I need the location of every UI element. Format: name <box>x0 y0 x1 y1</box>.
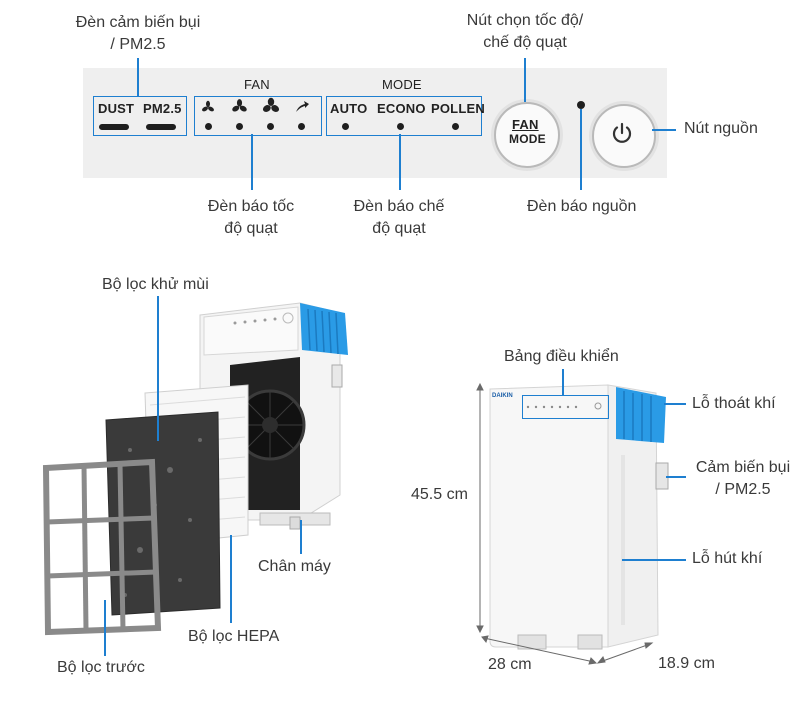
label-base: Chân máy <box>258 558 331 575</box>
pre-filter <box>42 458 162 636</box>
label-air-outlet: Lỗ thoát khí <box>692 395 776 412</box>
callout-speed-button-line1: Nút chọn tốc độ/ <box>466 12 584 29</box>
callout-power-light: Đèn báo nguồn <box>527 198 637 215</box>
pm25-label: PM2.5 <box>143 101 182 116</box>
fan-header: FAN <box>244 77 270 92</box>
mode-header: MODE <box>382 77 422 92</box>
leader-air-outlet <box>664 403 686 405</box>
leader-deodorizing-filter <box>157 296 159 441</box>
leader-fan-light <box>251 134 253 190</box>
label-pre-filter: Bộ lọc trước <box>57 659 145 676</box>
callout-fan-light-line1: Đèn báo tốc <box>207 198 295 215</box>
leader-power-light <box>580 109 582 190</box>
mode-pollen-light <box>452 123 459 130</box>
turbo-icon <box>296 101 309 112</box>
fan-speed-2-light <box>236 123 243 130</box>
mode-auto-light <box>342 123 349 130</box>
depth-dimension: 18.9 cm <box>658 655 715 672</box>
mode-pollen-label: POLLEN <box>431 101 485 116</box>
mode-auto-label: AUTO <box>330 101 368 116</box>
power-icon <box>612 122 632 143</box>
front-control-panel-box <box>522 395 609 419</box>
dust-indicator-light <box>99 124 129 130</box>
fan-speed-1-icon <box>202 100 214 112</box>
front-brand-logo: DAIKIN <box>492 393 513 399</box>
label-deodorizing-filter: Bộ lọc khử mùi <box>102 276 209 293</box>
fan-speed-3-light <box>267 123 274 130</box>
callout-mode-light-line1: Đèn báo chế <box>353 198 445 215</box>
fan-mode-button-top-label: FAN <box>512 117 539 132</box>
callout-mode-light: Đèn báo chế độ quạt <box>326 196 472 240</box>
dimension-lines <box>476 382 654 665</box>
leader-hepa-filter <box>230 535 232 623</box>
fan-mode-button[interactable] <box>494 102 560 168</box>
leader-base <box>300 520 302 554</box>
label-hepa-filter: Bộ lọc HEPA <box>188 628 280 645</box>
dust-pm25-indicator-group <box>93 96 187 136</box>
dust-label: DUST <box>98 101 135 116</box>
callout-fan-light-line2: độ quạt <box>224 220 278 237</box>
callout-speed-button: Nút chọn tốc độ/ chế độ quạt <box>430 10 620 54</box>
power-button[interactable] <box>592 104 656 168</box>
mode-econo-label: ECONO <box>377 101 426 116</box>
fan-speed-2-icon <box>232 99 247 112</box>
mode-econo-light <box>397 123 404 130</box>
fan-mode-button-bottom-label: MODE <box>509 132 546 146</box>
callout-fan-light: Đèn báo tốc độ quạt <box>178 196 324 240</box>
width-dimension: 28 cm <box>488 656 532 673</box>
fan-speed-3-icon <box>262 97 280 112</box>
callout-dust-sensor-line2: / PM2.5 <box>110 36 166 53</box>
callout-mode-light-line2: độ quạt <box>372 220 426 237</box>
power-indicator-light <box>577 101 585 109</box>
fan-indicator-group <box>194 96 322 136</box>
label-front-sensor-line1: Cảm biến bụi <box>695 459 791 476</box>
label-air-inlet: Lỗ hút khí <box>692 550 763 567</box>
leader-front-control-panel <box>562 369 564 395</box>
leader-dust <box>137 58 139 96</box>
callout-dust-sensor-line1: Đèn cảm biến bụi <box>75 14 201 31</box>
leader-front-sensor <box>666 476 686 478</box>
turbo-light <box>298 123 305 130</box>
label-front-sensor-line2: / PM2.5 <box>715 481 771 498</box>
height-dimension: 45.5 cm <box>411 486 468 503</box>
leader-power-button <box>652 129 676 131</box>
fan-speed-1-light <box>205 123 212 130</box>
label-front-sensor: Cảm biến bụi / PM2.5 <box>688 457 798 501</box>
control-panel <box>83 68 667 178</box>
leader-speed-button <box>524 58 526 102</box>
leader-air-inlet <box>622 559 686 561</box>
callout-speed-button-line2: chế độ quạt <box>483 34 567 51</box>
callout-dust-sensor: Đèn cảm biến bụi / PM2.5 <box>48 12 228 56</box>
front-view-unit <box>489 384 669 650</box>
mode-indicator-group <box>326 96 482 136</box>
pm25-indicator-light <box>146 124 176 130</box>
label-front-control-panel: Bảng điều khiển <box>504 348 619 365</box>
leader-pre-filter <box>104 600 106 656</box>
leader-mode-light <box>399 134 401 190</box>
callout-power-button: Nút nguồn <box>684 120 758 137</box>
